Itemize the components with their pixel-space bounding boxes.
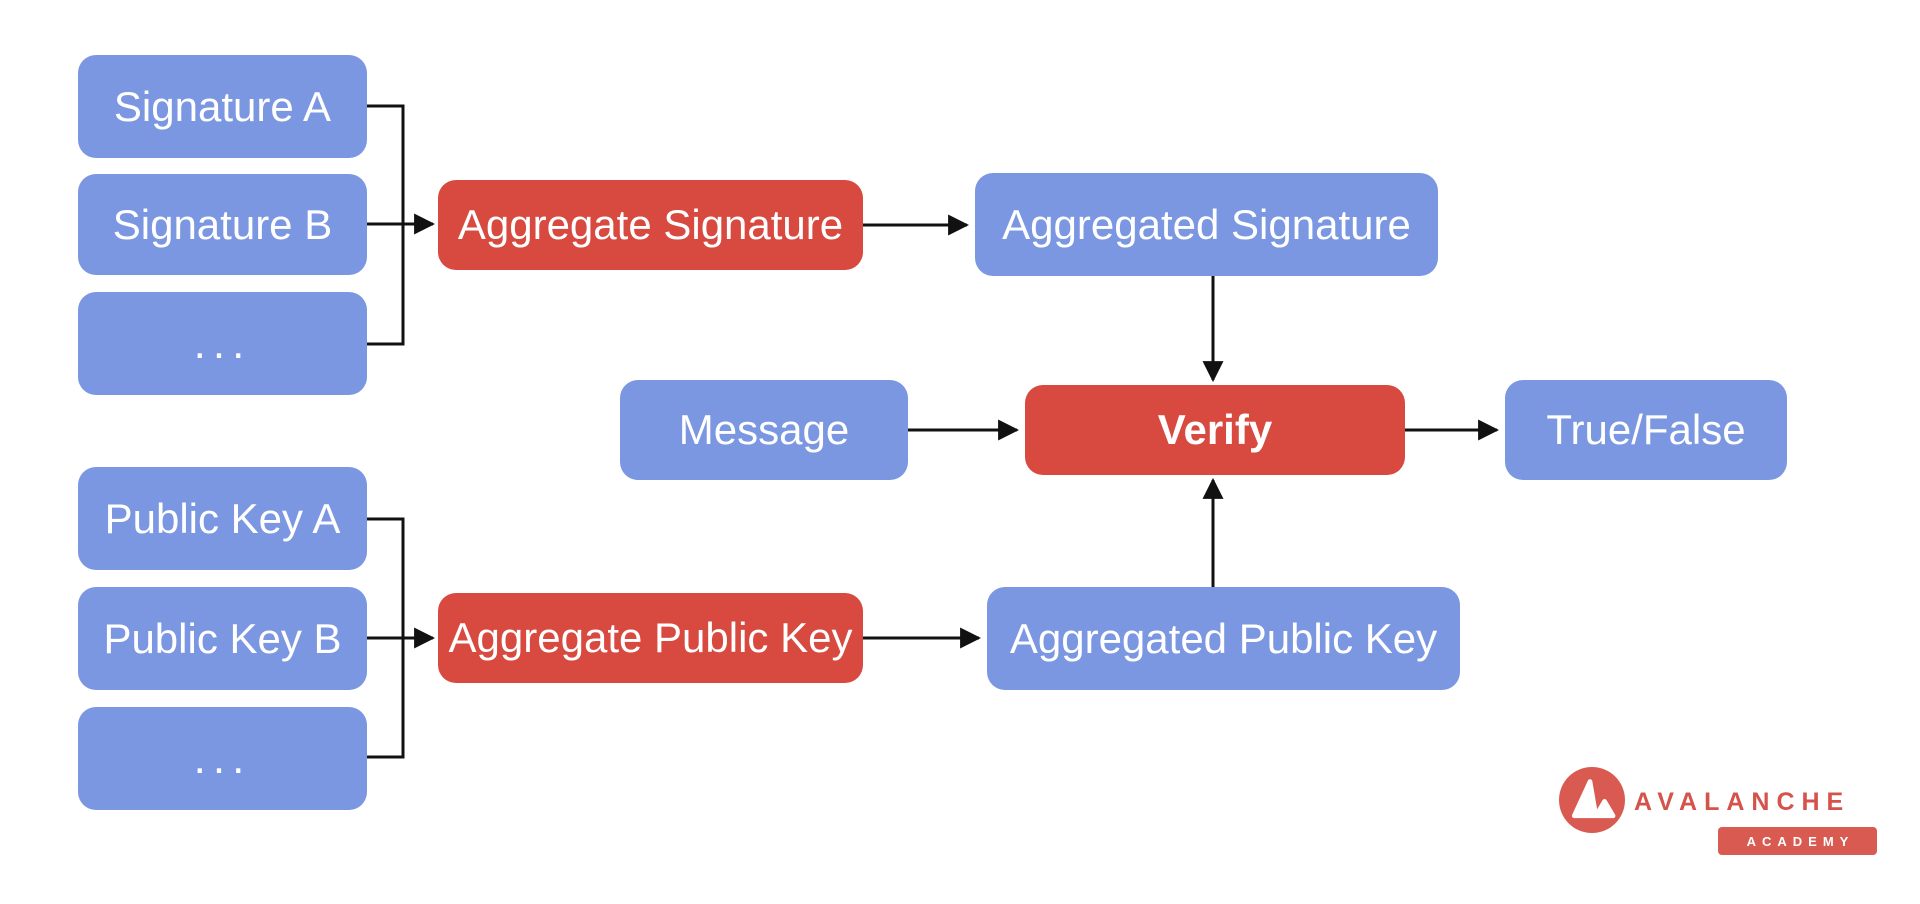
node-aggregated-signature: Aggregated Signature [975,173,1438,276]
node-signature-a: Signature A [78,55,367,158]
node-verify: Verify [1025,385,1405,475]
avalanche-logo-icon [1559,767,1625,833]
node-public-key-b: Public Key B [78,587,367,690]
node-message: Message [620,380,908,480]
node-true-false: True/False [1505,380,1787,480]
avalanche-wordmark: AVALANCHE [1634,788,1851,816]
node-aggregated-public-key: Aggregated Public Key [987,587,1460,690]
node-signature-more: ... [78,292,367,395]
node-aggregate-public-key: Aggregate Public Key [438,593,863,683]
node-aggregate-signature: Aggregate Signature [438,180,863,270]
node-public-key-more: ... [78,707,367,810]
avalanche-academy-logo: AVALANCHE ACADEMY [1556,764,1896,864]
academy-badge: ACADEMY [1718,827,1877,855]
node-public-key-a: Public Key A [78,467,367,570]
node-signature-b: Signature B [78,174,367,275]
